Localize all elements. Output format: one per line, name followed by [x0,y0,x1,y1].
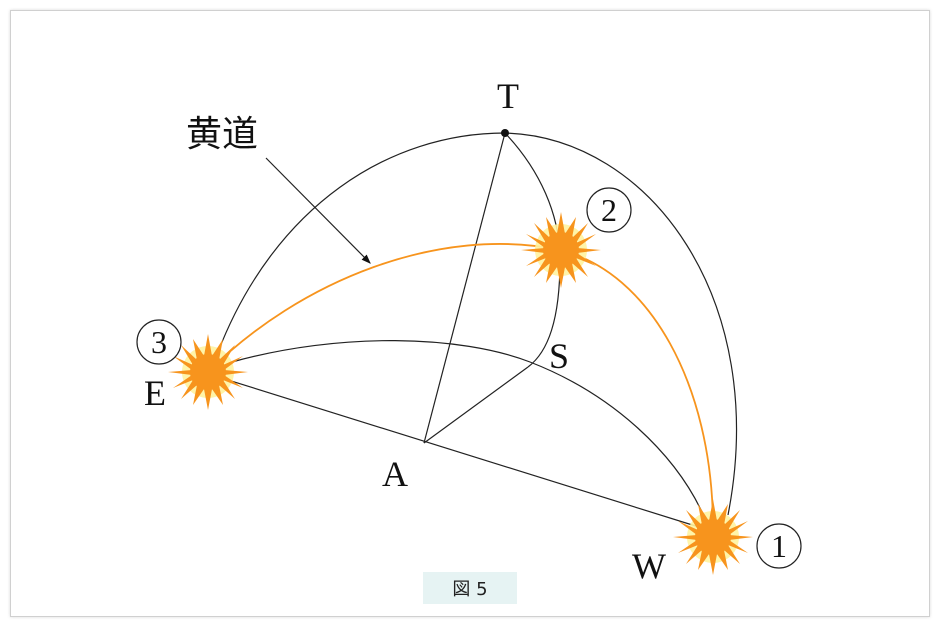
sun-position-1-icon [673,499,753,575]
sun-position-2-icon [521,212,601,288]
point-t [501,129,509,137]
position-marker-3: 3 [136,319,182,365]
label-s: S [549,336,569,376]
ecliptic-arc [207,243,714,526]
svg-text:3: 3 [151,324,167,360]
line-a-to-s [423,366,529,444]
label-a: A [382,454,408,494]
position-marker-1: 1 [756,523,802,569]
horizon-line [227,379,703,529]
svg-text:2: 2 [601,192,617,228]
line-t-to-a [423,132,506,444]
prime-vertical-arc [231,340,703,513]
position-marker-2: 2 [586,187,632,233]
figure-frame [10,10,930,617]
label-w: W [632,546,666,586]
label-ecliptic: 黄道 [186,114,258,155]
meridian-outer-arc [217,132,738,516]
svg-text:1: 1 [771,528,787,564]
ecliptic-pointer-arrow [265,157,371,264]
label-e: E [144,373,166,413]
figure-caption: 図 5 [423,572,517,604]
label-t: T [497,76,519,116]
